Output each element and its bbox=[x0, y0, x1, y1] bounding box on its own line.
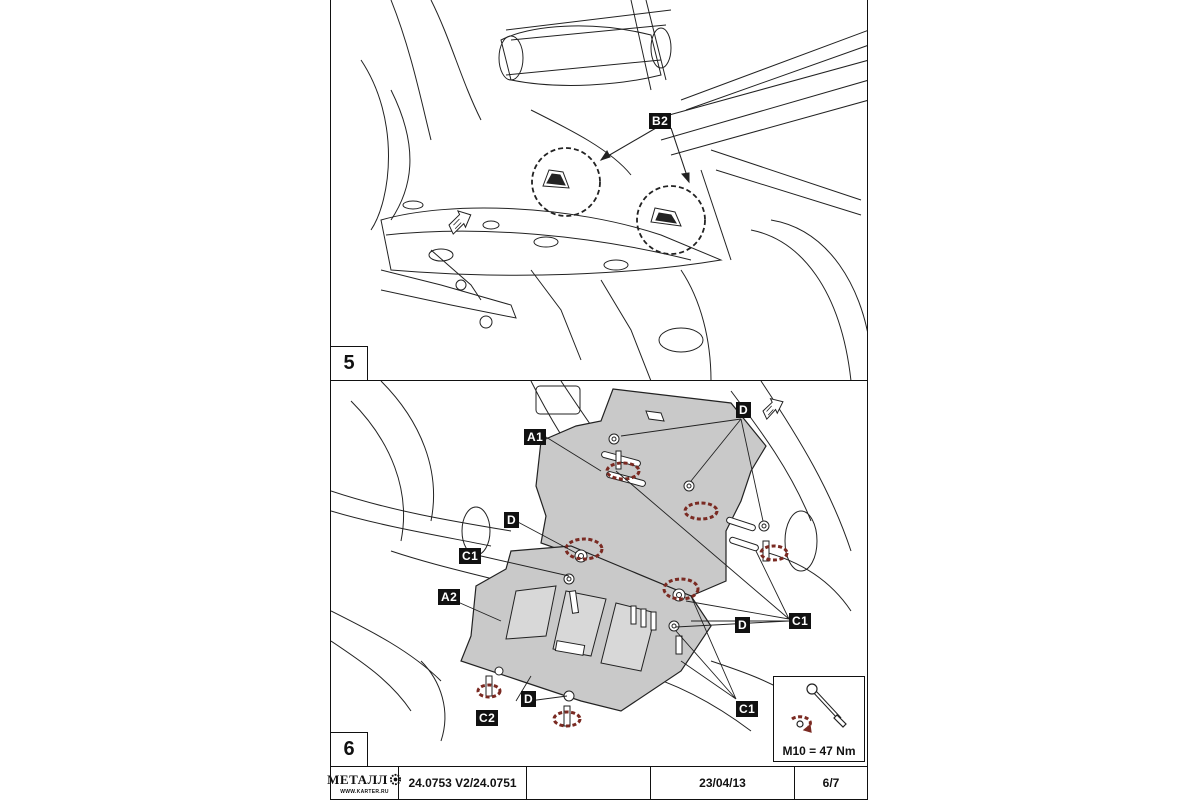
suspension-parts bbox=[360, 0, 867, 380]
label-d-right: D bbox=[735, 617, 751, 633]
label-a1: A1 bbox=[524, 429, 547, 445]
part-numbers: 24.0753 V2/24.0751 bbox=[399, 767, 527, 799]
label-d-bottom: D bbox=[521, 691, 537, 707]
step-5-drawing bbox=[360, 0, 867, 380]
label-b2: B2 bbox=[649, 113, 672, 129]
label-d-top: D bbox=[736, 402, 752, 418]
plate-a1-notch bbox=[645, 410, 665, 422]
label-c1-left: C1 bbox=[459, 548, 482, 564]
drawing-date: 23/04/13 bbox=[651, 767, 795, 799]
lower-bracket bbox=[380, 249, 517, 329]
crossmember bbox=[380, 200, 723, 276]
blank-cell bbox=[527, 767, 651, 799]
logo-word: МЕТАЛЛ bbox=[327, 771, 388, 787]
label-d-left: D bbox=[504, 512, 520, 528]
label-c2: C2 bbox=[476, 710, 499, 726]
b2-slot-right bbox=[650, 207, 682, 227]
drive-shaft-tube bbox=[498, 0, 672, 91]
label-a2: A2 bbox=[438, 589, 461, 605]
step-number-5: 5 bbox=[331, 346, 368, 380]
forward-direction-arrow-icon bbox=[762, 397, 784, 421]
logo-cell: МЕТАЛЛ WWW.KARTER.RU bbox=[327, 767, 401, 799]
gear-logo-icon bbox=[389, 773, 401, 786]
frame-rails bbox=[650, 30, 867, 216]
step-5-panel: B2 5 bbox=[330, 0, 868, 381]
b2-highlight-right bbox=[636, 185, 706, 255]
torque-spec-box: M10 = 47 Nm bbox=[773, 676, 865, 762]
b2-leader-left bbox=[600, 127, 657, 161]
brand-logo: МЕТАЛЛ bbox=[327, 772, 402, 788]
page-number: 6/7 bbox=[822, 776, 840, 790]
b2-highlight-left bbox=[531, 147, 601, 217]
torque-wrench-icon bbox=[791, 683, 847, 733]
step-number-6: 6 bbox=[331, 732, 368, 766]
label-c1-right: C1 bbox=[789, 613, 812, 629]
torque-spec-text: M10 = 47 Nm bbox=[782, 744, 856, 758]
b2-arrowhead-left bbox=[599, 150, 611, 161]
torque-rotation-indicators bbox=[476, 461, 789, 728]
label-c1-bottom: C1 bbox=[736, 701, 759, 717]
forward-direction-arrow-icon bbox=[448, 210, 472, 235]
b2-slot-left bbox=[542, 169, 570, 189]
logo-website: WWW.KARTER.RU bbox=[340, 788, 389, 795]
step-6-panel: A1 A2 D D D D C1 C1 C1 C2 M10 = 47 Nm 6 bbox=[330, 380, 868, 767]
title-block: МЕТАЛЛ WWW.KARTER.RU 24.0753 V2/24.0751 … bbox=[327, 767, 868, 800]
b2-arrowhead-right bbox=[681, 172, 690, 184]
